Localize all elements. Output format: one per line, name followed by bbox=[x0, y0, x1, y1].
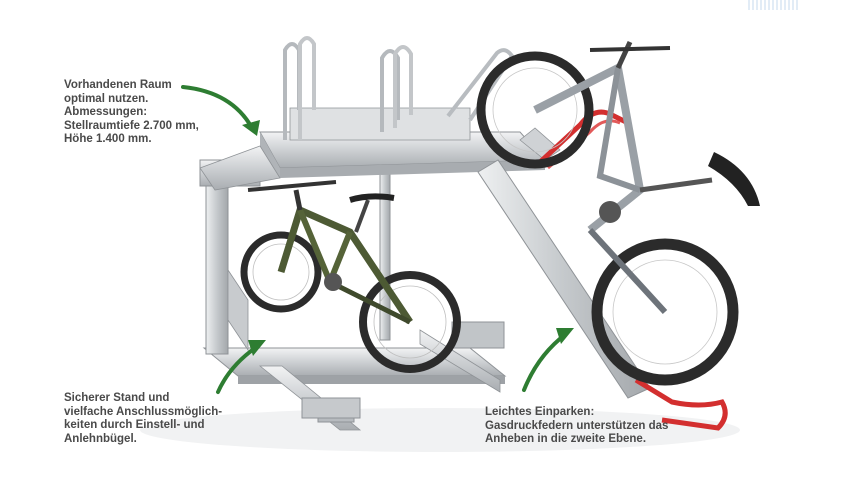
callout-line: Anheben in die zweite Ebene. bbox=[485, 433, 647, 445]
arrowhead-parking bbox=[556, 328, 574, 344]
arrow-parking bbox=[522, 332, 568, 392]
callout-stand: Sicherer Stand und vielfache Anschlussmö… bbox=[64, 392, 222, 446]
ground-shadow bbox=[140, 408, 740, 452]
lower-bike bbox=[240, 180, 461, 373]
callout-line: vielfache Anschlussmöglich- bbox=[64, 405, 223, 418]
callout-line: Abmessungen: bbox=[64, 106, 148, 118]
arrowhead-space bbox=[242, 120, 260, 136]
callout-line: Vorhandenen Raum bbox=[64, 79, 172, 91]
callout-line: Sicherer Stand und bbox=[64, 392, 170, 404]
upper-bike bbox=[476, 40, 760, 386]
callout-line: Höhe 1.400 mm. bbox=[64, 133, 152, 145]
callout-arrows bbox=[181, 85, 574, 394]
callout-line: Anlehnbügel. bbox=[64, 432, 137, 445]
callout-line: keiten durch Einstell- und bbox=[64, 419, 205, 431]
upper-level bbox=[199, 36, 547, 191]
callout-space: Vorhandenen Raum optimal nutzen. Abmessu… bbox=[64, 79, 199, 147]
callout-line: Stellraumtiefe 2.700 mm, bbox=[64, 119, 199, 132]
callout-line: Leichtes Einparken: bbox=[485, 406, 595, 418]
arrow-space bbox=[181, 85, 254, 130]
arrowhead-stand bbox=[248, 340, 266, 356]
callout-line: Gasdruckfedern unterstützen das bbox=[485, 419, 669, 432]
callout-parking: Leichtes Einparken: Gasdruckfedern unter… bbox=[485, 406, 668, 447]
callout-line: optimal nutzen. bbox=[64, 92, 149, 105]
watermark-logo bbox=[748, 0, 800, 10]
